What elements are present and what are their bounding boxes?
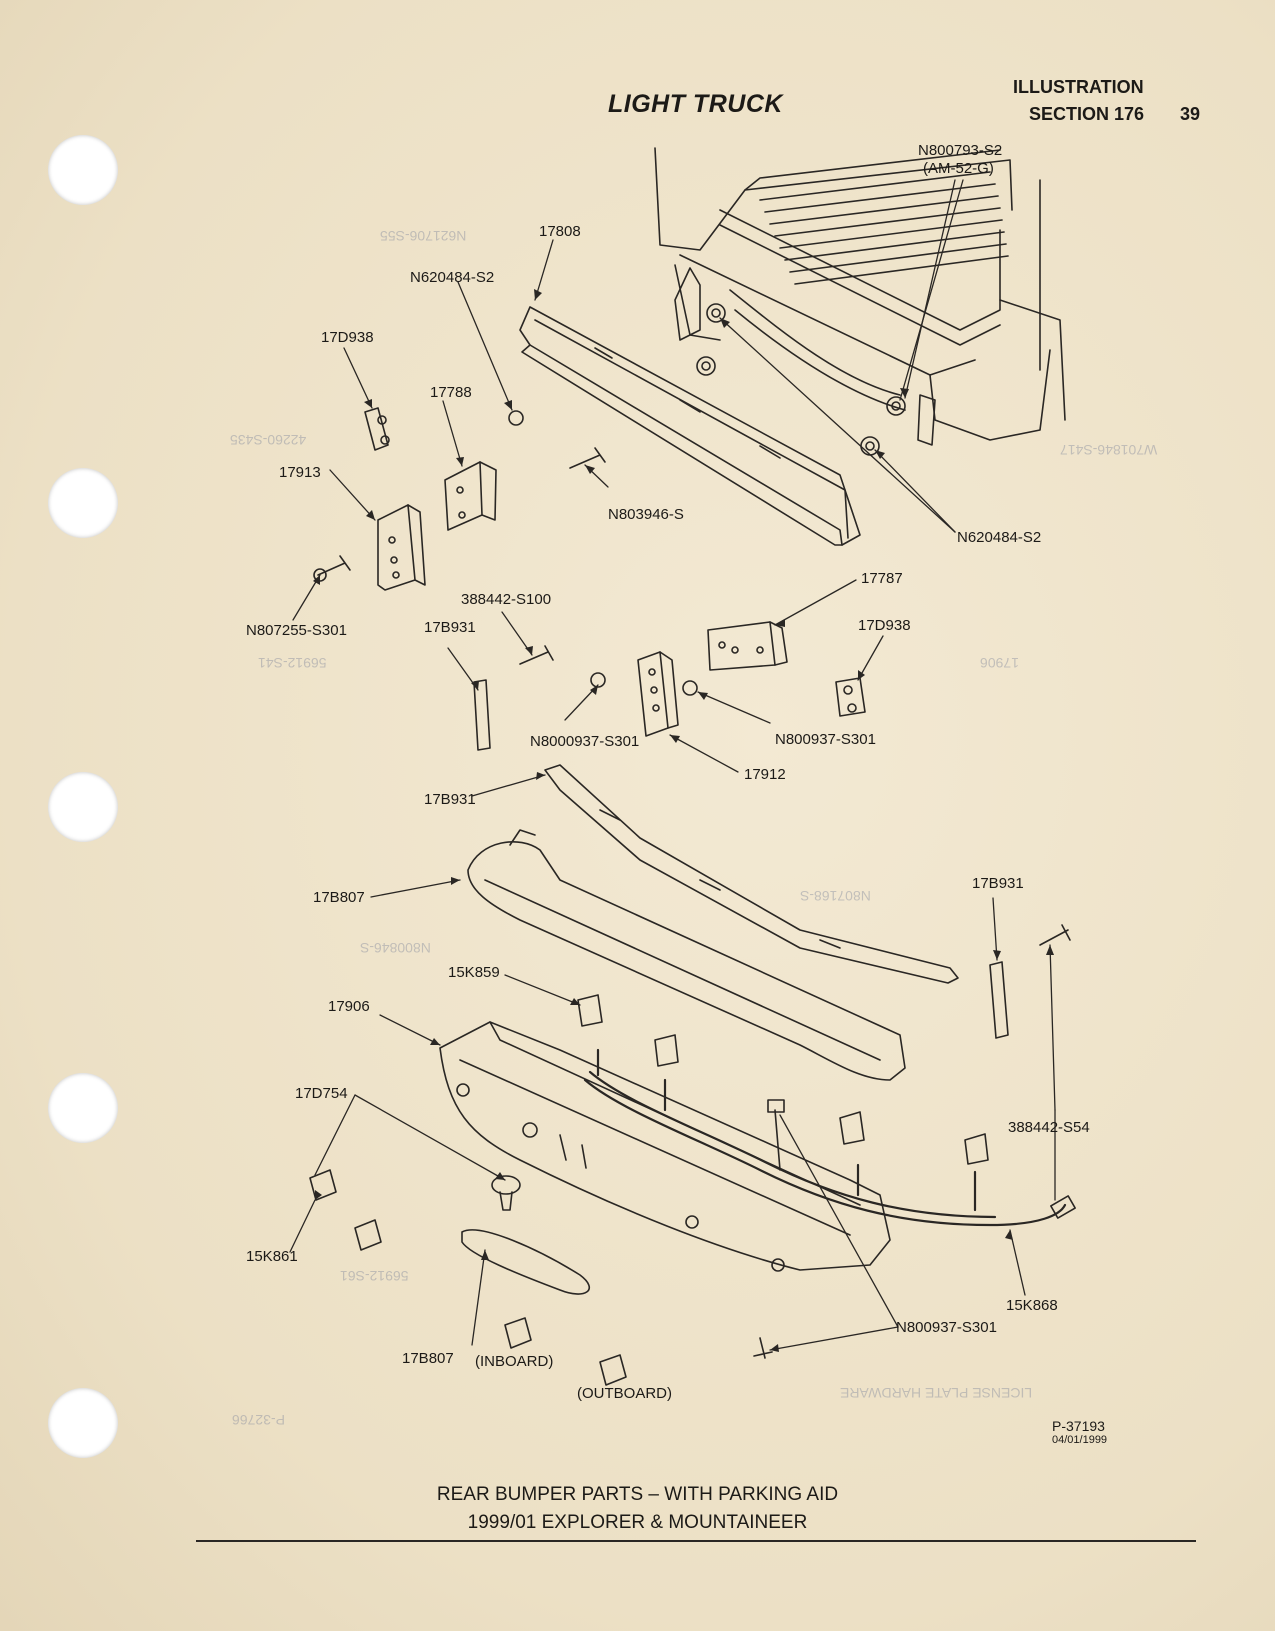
callout-n8000937-s301: N8000937-S301: [530, 733, 640, 750]
callout-17906: 17906: [328, 998, 370, 1015]
left-bracket-17788: [444, 461, 497, 531]
callout-17913: 17913: [279, 464, 321, 481]
bleed-through-text: 56912-S61: [340, 1268, 409, 1284]
spacer-17b931-upper: [473, 679, 491, 751]
callout-n620484-s2-top: N620484-S2: [410, 269, 495, 286]
bolt-388442-s100: [519, 645, 554, 665]
callout-15k859: 15K859: [448, 964, 500, 981]
callout-17b807-bottom: 17B807: [402, 1350, 454, 1367]
callout-n800793-s2: N800793-S2: [918, 142, 1003, 159]
vehicle-body-structure: [654, 147, 1066, 446]
callout-am-52-g: (AM-52-G): [923, 160, 994, 177]
callout-17788: 17788: [430, 384, 472, 401]
nut-n8000937-s301: [590, 672, 606, 688]
callout-17808: 17808: [539, 223, 581, 240]
caption-subtitle: 1999/01 EXPLORER & MOUNTAINEER: [467, 1512, 808, 1533]
callout-15k868: 15K868: [1006, 1297, 1058, 1314]
bleed-through-text: 56912-S41: [258, 655, 327, 671]
bolt-n807255-s301: [317, 555, 351, 576]
callout-outboard: (OUTBOARD): [577, 1385, 672, 1402]
leader-lines: [289, 179, 1056, 1351]
bleed-through-text: 42260-S435: [230, 432, 307, 448]
callout-17b931-upper: 17B931: [424, 619, 476, 636]
binder-hole-2: [48, 468, 118, 538]
binder-hole-1: [48, 135, 118, 205]
bleed-through-text: LICENSE PLATE HARDWARE: [840, 1385, 1033, 1401]
bracket-17d938-left: [364, 407, 390, 451]
callout-17d938-right: 17D938: [858, 617, 911, 634]
callout-n803946-s: N803946-S: [608, 506, 684, 523]
callout-388442-s100: 388442-S100: [461, 591, 552, 608]
callout-17d754: 17D754: [295, 1085, 348, 1102]
spacer-17b931-right: [989, 961, 1009, 1039]
bolt-388442-s54: [1039, 924, 1071, 946]
figure-id: P-37193: [1052, 1418, 1105, 1434]
callout-15k861: 15K861: [246, 1248, 298, 1265]
license-lamp-housing: [461, 1229, 591, 1295]
binder-hole-3: [48, 772, 118, 842]
bumper-reinforcement-17808: [519, 306, 861, 546]
figure-date: 04/01/1999: [1052, 1434, 1108, 1446]
grommets: [309, 1169, 773, 1386]
bolt-bumper-center: [774, 1109, 781, 1171]
callout-n800937-s301-mid: N800937-S301: [775, 731, 876, 748]
body-nuts: [696, 303, 906, 456]
bleed-through-text: N621706-S55: [380, 228, 467, 244]
callout-n620484-s2-right: N620484-S2: [957, 529, 1042, 546]
nut-n800937-s301-mid: [682, 680, 698, 696]
caption-title: REAR BUMPER PARTS – WITH PARKING AID: [436, 1484, 839, 1505]
callout-inboard: (INBOARD): [475, 1353, 554, 1370]
binder-hole-5: [48, 1388, 118, 1458]
callout-388442-s54: 388442-S54: [1008, 1119, 1090, 1136]
parking-aid-sensors-15k859: [577, 994, 989, 1165]
leader-arrowheads: [313, 289, 1054, 1352]
callout-17787: 17787: [861, 570, 903, 587]
section-label: SECTION 176: [1029, 104, 1145, 124]
callout-17d938-top: 17D938: [321, 329, 374, 346]
bolt-n803946-s: [569, 447, 606, 469]
bracket-17b931-long: [544, 764, 959, 984]
callout-17b931-right: 17B931: [972, 875, 1024, 892]
bracket-17787: [707, 621, 788, 671]
binder-hole-4: [48, 1073, 118, 1143]
page-number: 39: [1180, 104, 1201, 124]
callout-17912: 17912: [744, 766, 786, 783]
page-title: LIGHT TRUCK: [608, 90, 783, 118]
bumper-assembly-17906: [439, 1021, 891, 1272]
bleed-through-text: P-32766: [232, 1412, 285, 1428]
footer-rule: [196, 1540, 1196, 1542]
callout-17b931-mid: 17B931: [424, 791, 476, 808]
callout-n800937-s301-bottom: N800937-S301: [896, 1319, 997, 1336]
left-bracket-17913: [377, 504, 426, 591]
callout-n807255-s301: N807255-S301: [246, 622, 347, 639]
callout-17b807-mid: 17B807: [313, 889, 365, 906]
bleed-through-text: N807168-S: [800, 888, 871, 904]
bleed-through-text: 17906: [980, 655, 1019, 671]
bleed-through-text: N800846-S: [360, 940, 431, 956]
bumper-cover-17b807: [467, 829, 906, 1081]
bracket-17d938-right: [835, 677, 866, 717]
wiring-harness-15k868: [583, 1048, 1067, 1227]
illustration-label: ILLUSTRATION: [1013, 77, 1144, 97]
bleed-through-text: W701846-S417: [1060, 442, 1158, 458]
nut-n620484-upper: [508, 410, 524, 426]
bracket-17912: [637, 651, 679, 737]
